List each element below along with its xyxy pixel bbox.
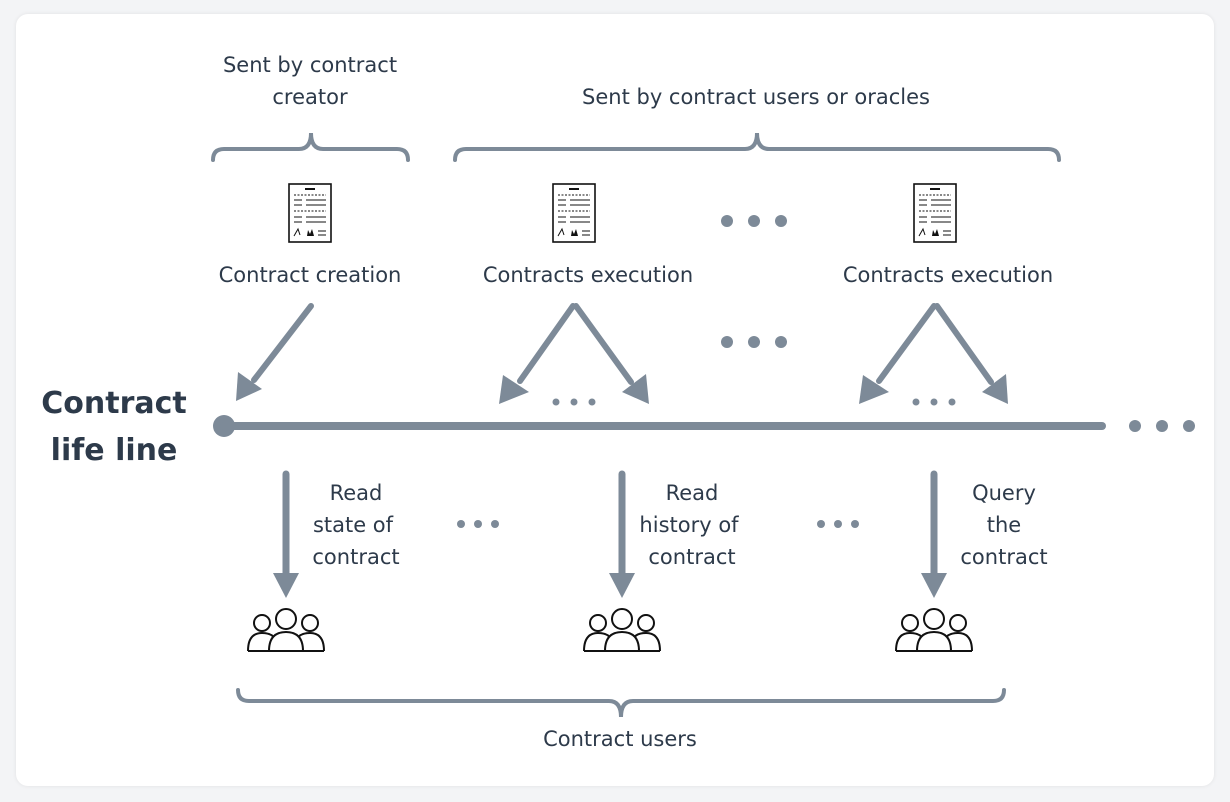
document-icon <box>552 183 596 243</box>
ellipsis-icon <box>721 336 787 348</box>
creation-arrow-line <box>251 303 314 383</box>
document-icon <box>913 183 957 243</box>
execution-1-right-arrow-line <box>573 303 634 385</box>
creator-label-line-1: Sent by contract <box>223 53 397 77</box>
creation-arrowhead <box>236 372 262 401</box>
ellipsis-icon <box>721 215 787 227</box>
step-contract-creation: Contract creation <box>219 263 402 287</box>
document-icon <box>288 183 332 243</box>
query-label-line-1: Query <box>972 481 1036 505</box>
execution-2-right-arrow-line <box>934 303 994 385</box>
read-state-label-line-2: state of <box>313 513 394 537</box>
execution-1-right-arrowhead <box>622 374 649 404</box>
query-label-line-3: contract <box>960 545 1047 569</box>
ellipsis-icon <box>817 520 859 528</box>
read-history-label-line-3: contract <box>648 545 735 569</box>
users-oracles-brace <box>453 132 1061 162</box>
creator-brace <box>211 132 410 162</box>
users-oracles-label: Sent by contract users or oracles <box>582 85 930 109</box>
read-history-label-line-2: history of <box>639 513 739 537</box>
read-state-label-line-1: Read <box>330 481 383 505</box>
execution-2-right-arrowhead <box>982 374 1008 404</box>
ellipsis-icon <box>1129 420 1195 432</box>
read-history-label-line-1: Read <box>666 481 719 505</box>
step-contracts-execution-1: Contracts execution <box>483 263 693 287</box>
ellipsis-icon <box>912 398 956 406</box>
read-state-arrowhead <box>273 573 299 598</box>
creator-label-line-2: creator <box>272 85 348 109</box>
execution-1-left-arrowhead <box>499 375 529 404</box>
ellipsis-icon <box>552 398 596 406</box>
user-group-icon <box>247 608 325 652</box>
ellipsis-icon <box>457 520 499 528</box>
execution-2-left-arrowhead <box>859 375 889 404</box>
step-contracts-execution-2: Contracts execution <box>843 263 1053 287</box>
user-group-icon <box>895 608 973 652</box>
lifeline-label-line-2: life line <box>51 433 178 468</box>
query-arrowhead <box>921 573 947 598</box>
diagram-card <box>16 14 1214 786</box>
execution-1-left-arrow-line <box>517 303 576 384</box>
query-label-line-2: the <box>987 513 1021 537</box>
user-group-icon <box>583 608 661 652</box>
read-history-arrowhead <box>609 573 635 598</box>
read-state-label-line-3: contract <box>312 545 399 569</box>
contract-users-label: Contract users <box>543 727 697 751</box>
contract-users-brace <box>236 688 1006 718</box>
execution-2-left-arrow-line <box>876 303 937 384</box>
lifeline-label-line-1: Contract <box>41 386 187 421</box>
